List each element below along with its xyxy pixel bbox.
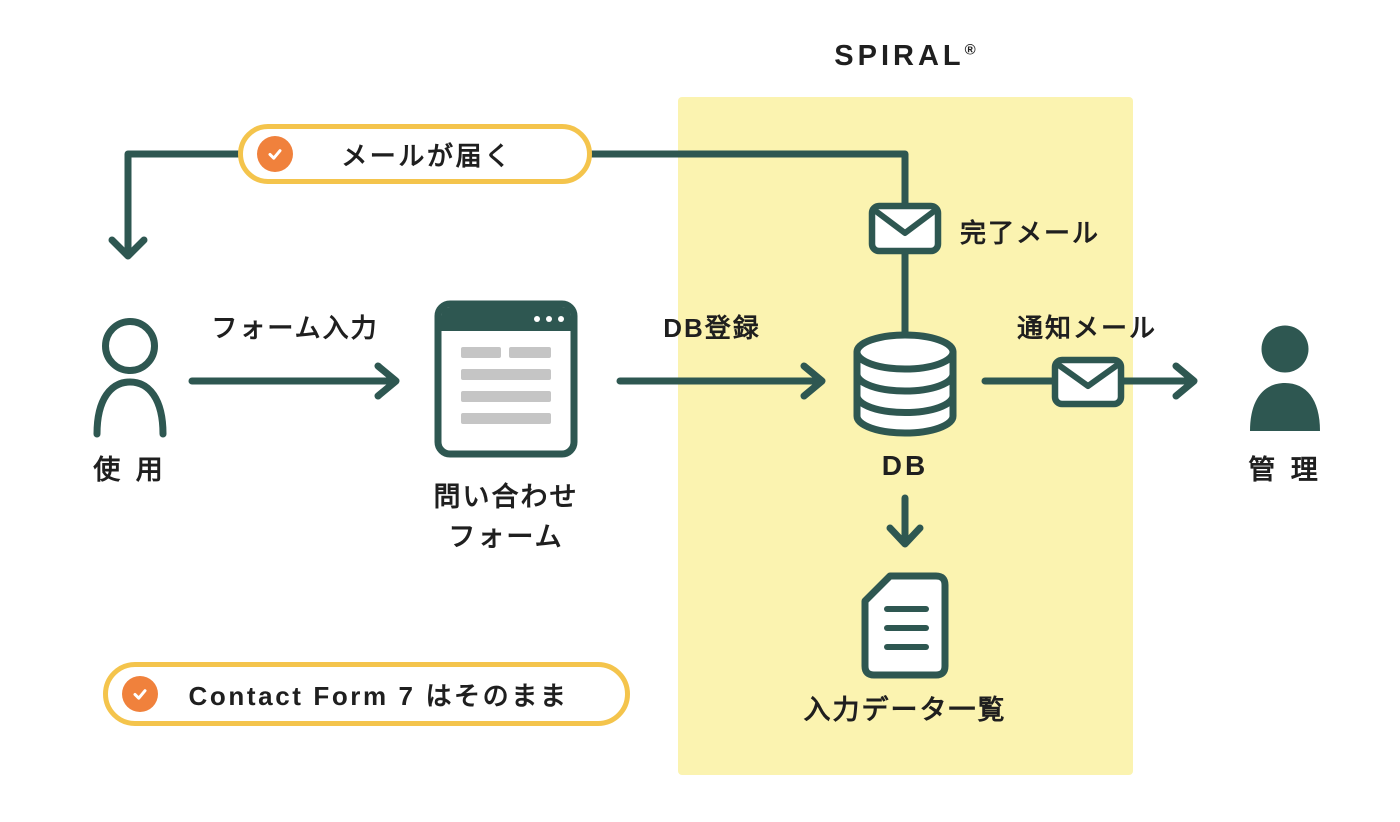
notification-mail-icon <box>1051 356 1125 408</box>
check-icon <box>122 676 158 712</box>
user-label: 使 用 <box>93 455 167 485</box>
arrow-db-to-datalist <box>886 494 924 548</box>
inquiry-form-label: 問い合わせ フォーム <box>434 477 579 557</box>
notification-mail-arrow-label: 通知メール <box>1016 313 1158 343</box>
line-mail-to-user <box>108 150 244 260</box>
form-input-arrow-label: フォーム入力 <box>211 313 379 343</box>
manager-icon <box>1250 325 1320 431</box>
data-list-icon <box>861 572 949 679</box>
data-list-label: 入力データ一覧 <box>803 695 1007 725</box>
completion-mail-label: 完了メール <box>960 218 1101 248</box>
form-icon <box>434 300 578 458</box>
inquiry-form-label-line1: 問い合わせ <box>433 482 579 512</box>
user-icon <box>93 318 167 438</box>
badge-contact-form: Contact Form 7 はそのまま <box>103 662 630 726</box>
db-register-arrow-label: DB登録 <box>663 313 761 343</box>
badge-contact-form-label: Contact Form 7 はそのまま <box>188 680 569 711</box>
completion-mail-icon <box>868 202 942 255</box>
check-icon <box>257 136 293 172</box>
registered-mark: ® <box>964 41 976 59</box>
db-label: DB <box>881 450 929 481</box>
inquiry-form-label-line2: フォーム <box>448 522 564 552</box>
line-db-to-mail-badge <box>588 150 909 349</box>
badge-mail-arrives: メールが届く <box>238 124 592 184</box>
arrow-form-input <box>188 362 400 400</box>
badge-mail-arrives-label: メールが届く <box>341 140 513 171</box>
arrow-db-register <box>616 362 826 400</box>
spiral-title: SPIRAL® <box>834 40 975 73</box>
manager-label: 管 理 <box>1248 455 1322 485</box>
spiral-title-text: SPIRAL <box>834 40 965 72</box>
db-icon <box>853 331 957 437</box>
